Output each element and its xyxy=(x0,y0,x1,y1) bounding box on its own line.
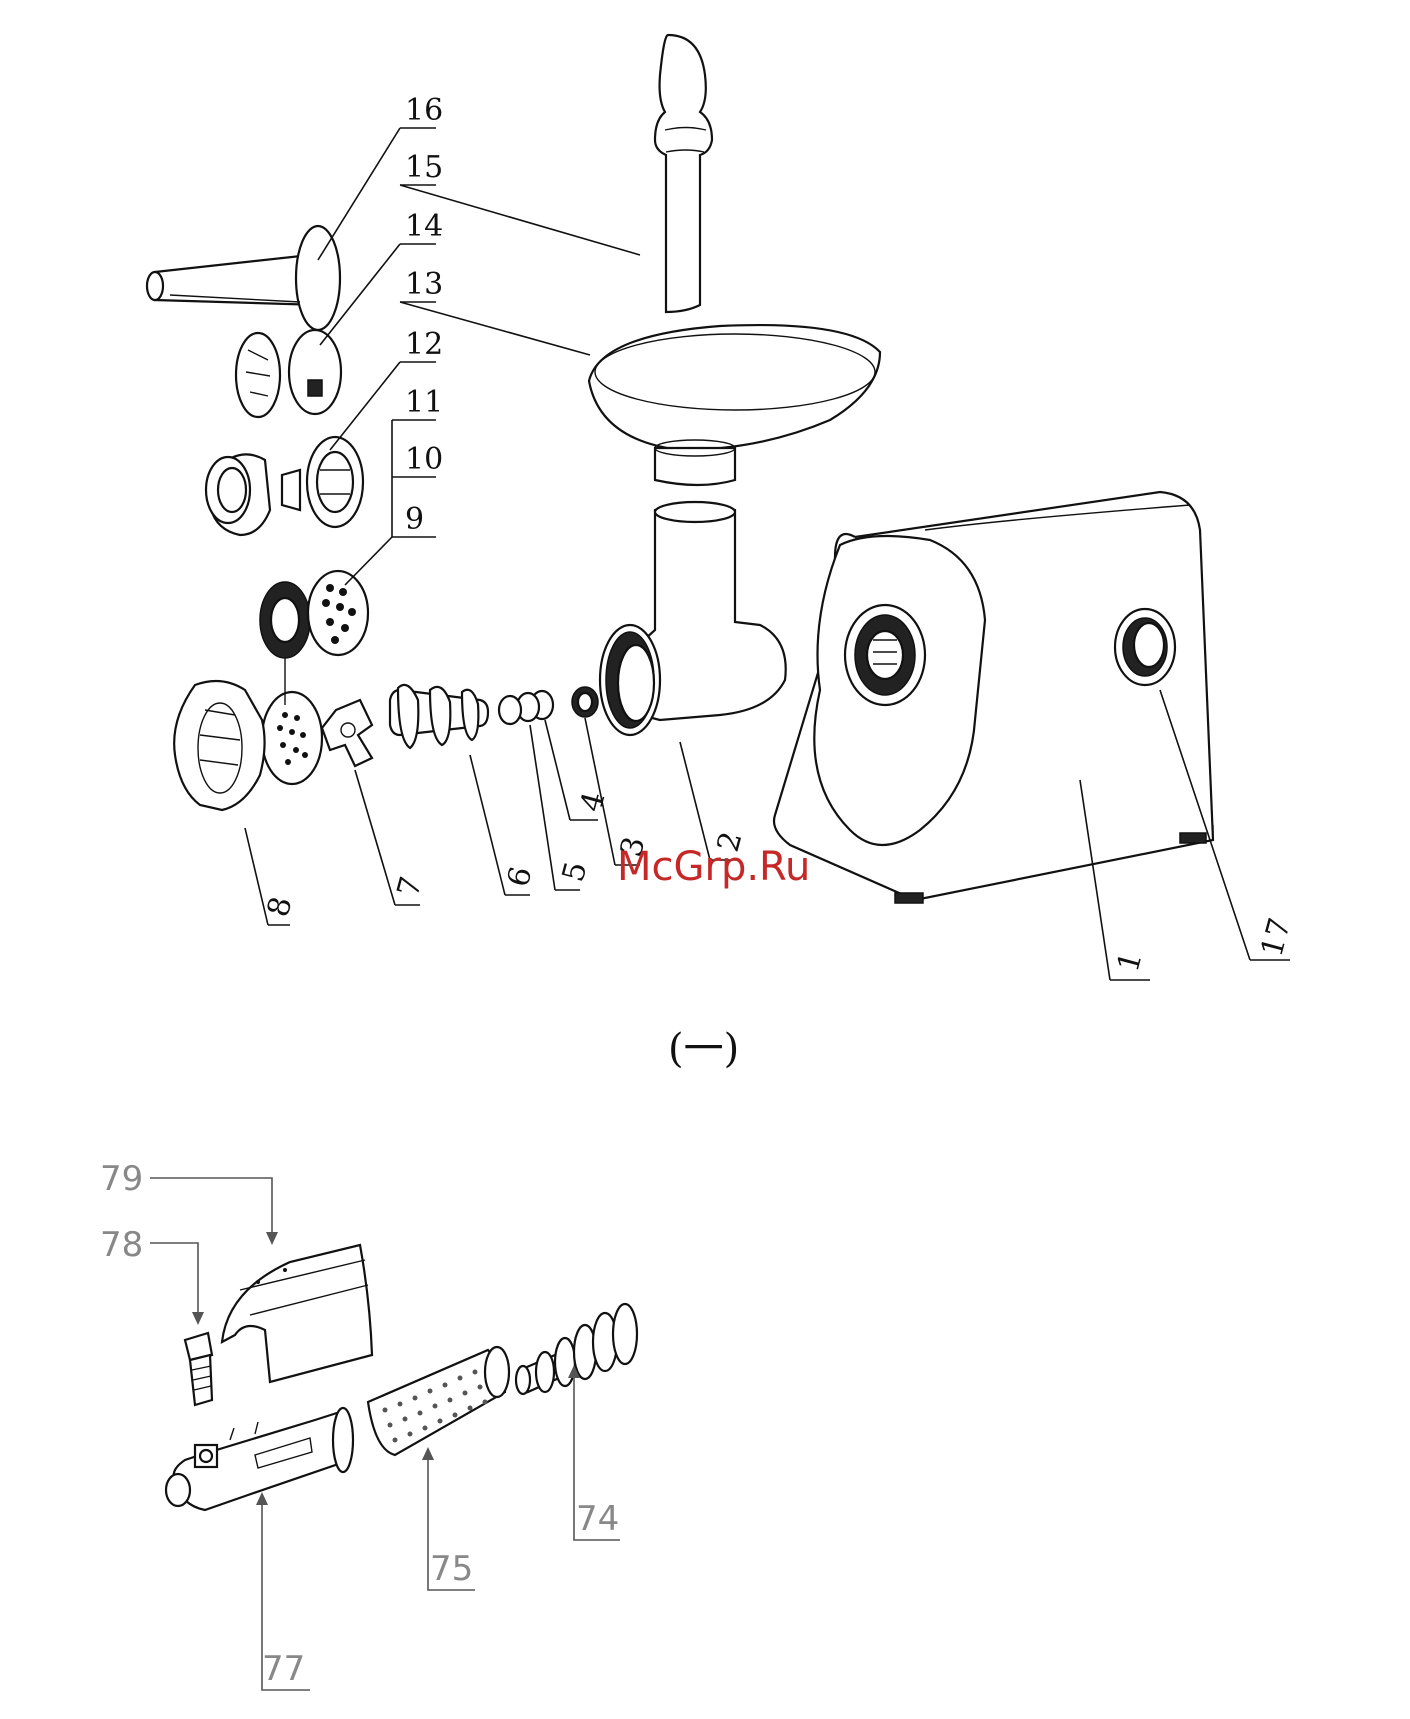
kibbe-attachment xyxy=(236,330,341,417)
power-switch xyxy=(1115,609,1175,685)
callout-labels-assembly-2: 79 78 77 75 74 xyxy=(100,1159,619,1689)
callout-79: 79 xyxy=(100,1159,143,1199)
ring-nut xyxy=(174,681,264,810)
callout-6: 6 xyxy=(501,863,540,891)
juicer-screw xyxy=(516,1304,637,1394)
callout-10: 10 xyxy=(405,442,443,477)
figure-caption: (一) xyxy=(668,1026,739,1072)
meat-grinder-assembly: 16 15 14 13 12 11 10 9 8 7 6 5 4 3 2 1 1… xyxy=(147,35,1298,980)
callout-77: 77 xyxy=(262,1649,305,1689)
juicer-housing xyxy=(166,1408,353,1510)
callout-74: 74 xyxy=(576,1499,619,1539)
juicer-assembly: 79 78 77 75 74 xyxy=(100,1159,637,1690)
cutting-blade xyxy=(322,700,372,766)
callout-9: 9 xyxy=(405,502,424,537)
gear-insert xyxy=(572,687,598,717)
feeding-tray xyxy=(589,325,880,485)
callout-17: 17 xyxy=(1255,914,1299,960)
feed-screw xyxy=(390,685,488,748)
callout-4: 4 xyxy=(574,788,613,816)
food-pusher xyxy=(655,35,712,312)
callout-15: 15 xyxy=(405,150,443,185)
cutting-plate-coarse xyxy=(262,692,322,784)
callout-13: 13 xyxy=(405,267,443,302)
callout-7: 7 xyxy=(391,873,430,901)
strainer-cone xyxy=(368,1347,509,1455)
kibbe-former xyxy=(206,437,363,535)
callout-12: 12 xyxy=(405,327,443,362)
callout-1: 1 xyxy=(1111,948,1150,976)
callout-16: 16 xyxy=(405,93,443,128)
watermark: McGrp.Ru xyxy=(617,844,810,890)
motor-housing xyxy=(774,492,1213,903)
callout-78: 78 xyxy=(100,1225,143,1265)
spout-plug xyxy=(185,1333,212,1405)
sausage-nozzle xyxy=(147,226,340,330)
cutting-plate-fine xyxy=(260,571,368,705)
juicer-cover xyxy=(222,1245,372,1382)
callout-5: 5 xyxy=(556,858,595,886)
callout-75: 75 xyxy=(430,1549,473,1589)
callout-11: 11 xyxy=(405,385,443,420)
o-ring-and-washer xyxy=(499,691,553,724)
callout-14: 14 xyxy=(405,209,443,244)
grinder-head xyxy=(600,502,786,735)
